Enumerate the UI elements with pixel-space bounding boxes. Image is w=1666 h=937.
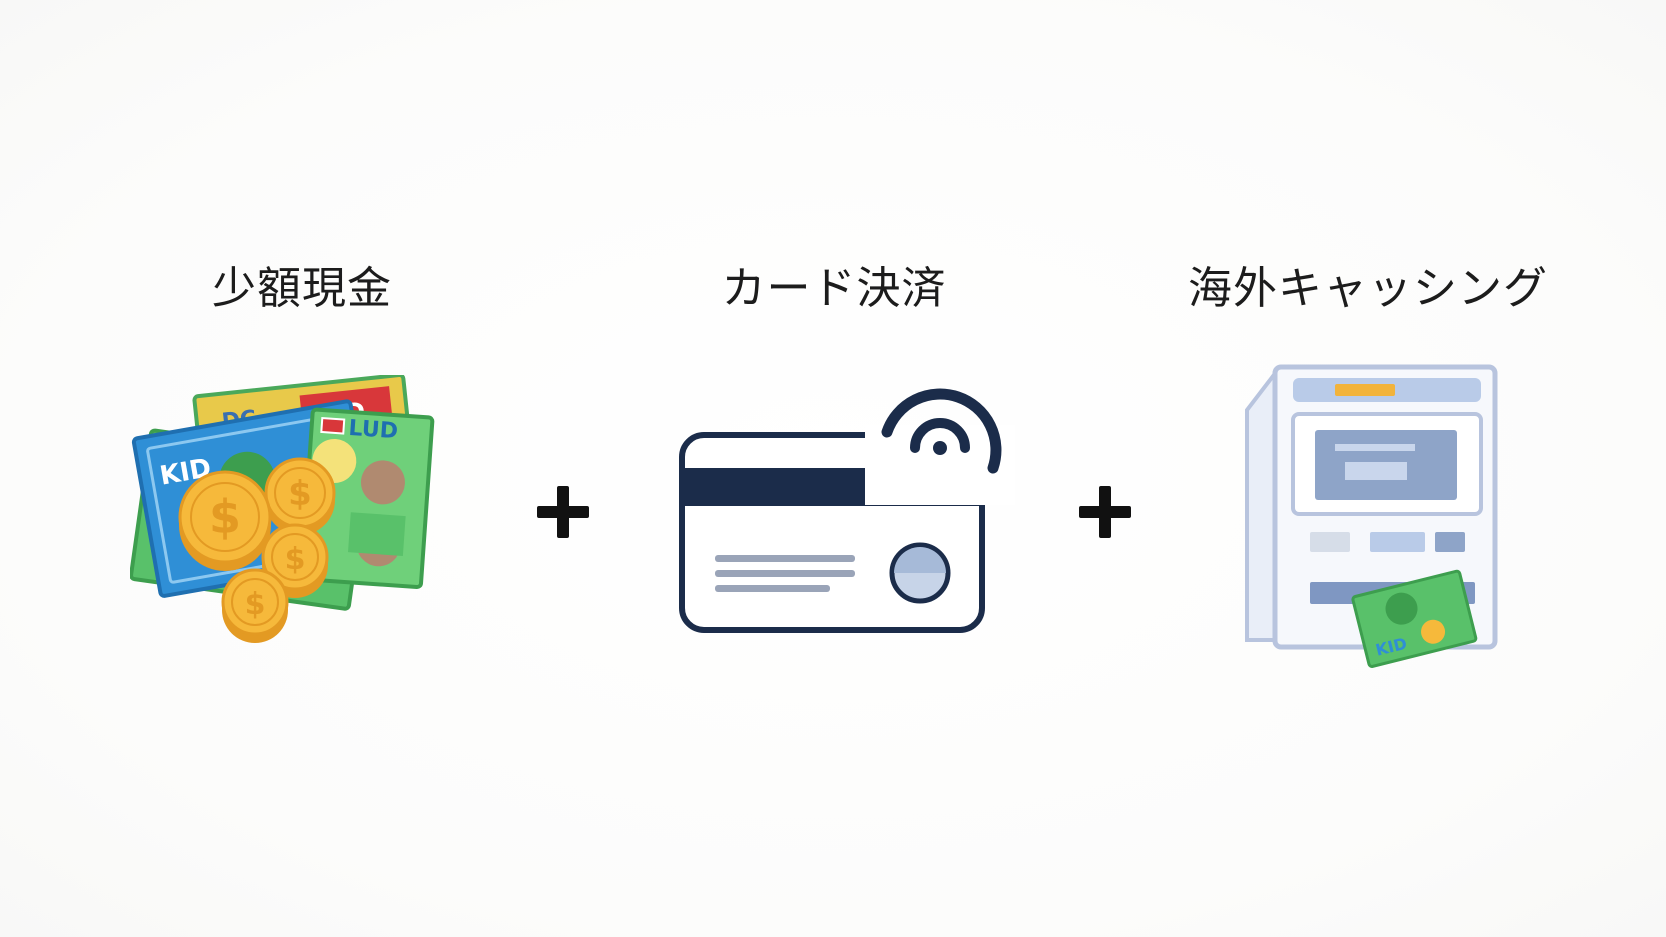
- plus-icon: [537, 486, 589, 538]
- svg-text:$: $: [288, 474, 312, 514]
- label-overseas-cashing: 海外キャッシング: [1188, 263, 1548, 314]
- svg-text:$: $: [245, 587, 266, 622]
- atm-icon: KID: [1245, 364, 1498, 668]
- label-card-payment: カード決済: [721, 263, 947, 314]
- svg-text:LUD: LUD: [348, 416, 399, 444]
- plus-icon: [1079, 486, 1131, 538]
- label-small-cash: 少額現金: [212, 263, 392, 314]
- svg-text:$: $: [285, 542, 306, 577]
- contactless-card-icon: [679, 388, 1015, 633]
- cash-and-coins-icon: KD DC KID LUD: [130, 375, 435, 643]
- svg-text:$: $: [209, 490, 241, 544]
